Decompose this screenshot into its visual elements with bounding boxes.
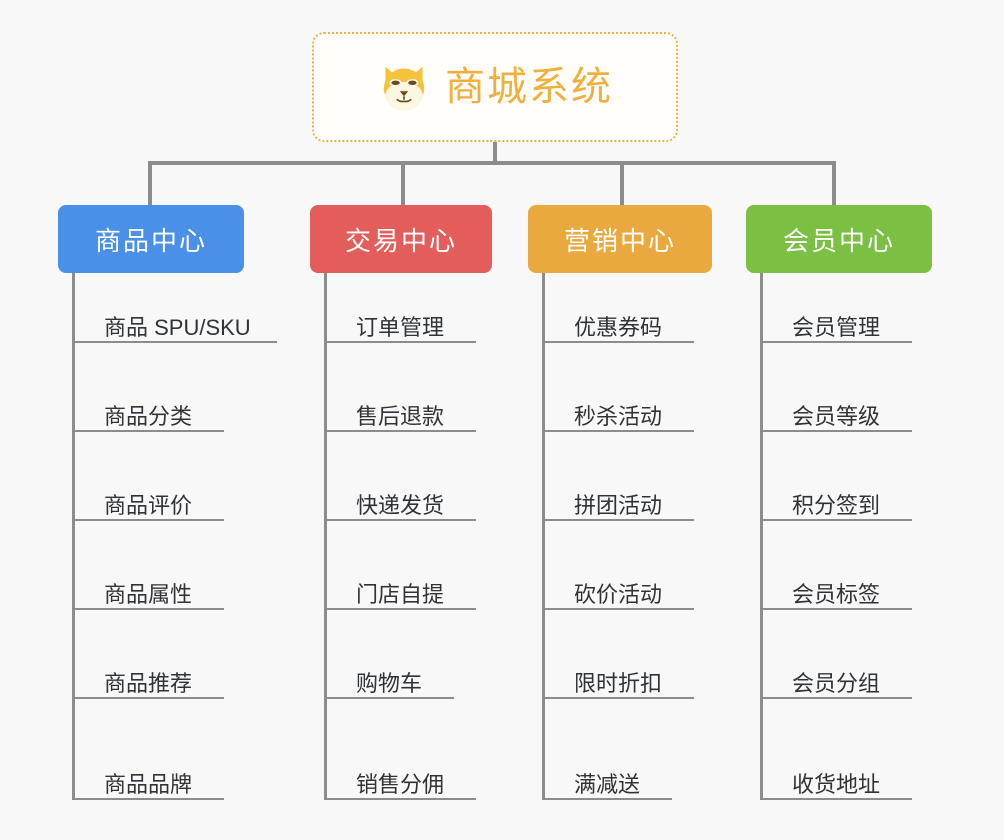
leaf-underline xyxy=(760,519,912,521)
leaf-label: 收货地址 xyxy=(792,772,881,797)
leaf-label: 砍价活动 xyxy=(574,582,663,607)
leaf-underline xyxy=(542,697,694,699)
leaf-underline xyxy=(72,519,224,521)
branch-header-1[interactable]: 商品中心 xyxy=(58,205,244,273)
leaf-underline xyxy=(542,798,672,800)
branch-trunk-3 xyxy=(542,273,545,800)
root-node[interactable]: 商城系统 xyxy=(312,32,678,142)
leaf-label: 订单管理 xyxy=(356,315,445,340)
leaf-label: 优惠券码 xyxy=(574,315,663,340)
leaf-underline xyxy=(760,608,912,610)
leaf-underline xyxy=(72,798,224,800)
leaf-label: 会员标签 xyxy=(792,582,881,607)
leaf-label: 积分签到 xyxy=(792,493,881,518)
leaf-label: 会员分组 xyxy=(792,671,881,696)
leaf-underline xyxy=(760,798,912,800)
branch-header-3[interactable]: 营销中心 xyxy=(528,205,712,273)
leaf-underline xyxy=(542,341,694,343)
branch-trunk-4 xyxy=(760,273,763,800)
leaf-underline xyxy=(72,697,224,699)
root-title: 商城系统 xyxy=(445,65,613,109)
leaf-underline xyxy=(72,341,277,343)
leaf-label: 会员等级 xyxy=(792,404,881,429)
leaf-underline xyxy=(324,697,454,699)
connector-root-stem xyxy=(493,142,497,164)
branch-trunk-1 xyxy=(72,273,75,800)
leaf-underline xyxy=(324,430,476,432)
branch-header-label-4: 会员中心 xyxy=(782,225,895,256)
leaf-label: 商品分类 xyxy=(104,404,193,429)
branch-trunk-2 xyxy=(324,273,327,800)
leaf-underline xyxy=(324,341,476,343)
leaf-underline xyxy=(542,608,694,610)
leaf-label: 秒杀活动 xyxy=(574,404,663,429)
leaf-label: 门店自提 xyxy=(356,582,445,607)
leaf-underline xyxy=(542,519,694,521)
leaf-label: 快递发货 xyxy=(356,493,445,518)
leaf-underline xyxy=(72,608,224,610)
leaf-label: 限时折扣 xyxy=(574,671,663,696)
branch-header-label-1: 商品中心 xyxy=(94,225,207,256)
leaf-underline xyxy=(542,430,694,432)
leaf-label: 拼团活动 xyxy=(574,493,663,518)
leaf-label: 商品推荐 xyxy=(104,671,193,696)
connector-horizontal-bus xyxy=(148,161,835,165)
leaf-label: 商品品牌 xyxy=(104,772,193,797)
branch-header-2[interactable]: 交易中心 xyxy=(310,205,492,273)
branch-header-label-3: 营销中心 xyxy=(563,225,676,256)
leaf-label: 满减送 xyxy=(574,772,641,797)
leaf-underline xyxy=(72,430,224,432)
leaf-underline xyxy=(324,519,476,521)
leaf-label: 售后退款 xyxy=(356,404,445,429)
leaf-label: 商品 SPU/SKU xyxy=(104,315,251,340)
branch-header-4[interactable]: 会员中心 xyxy=(746,205,932,273)
connector-drop-4 xyxy=(832,161,836,207)
shiba-dog-face-icon xyxy=(377,60,431,114)
leaf-underline xyxy=(324,608,476,610)
leaf-underline xyxy=(760,430,912,432)
leaf-label: 会员管理 xyxy=(792,315,881,340)
leaf-label: 商品评价 xyxy=(104,493,193,518)
leaf-underline xyxy=(324,798,476,800)
connector-drop-2 xyxy=(401,161,405,207)
connector-drop-1 xyxy=(148,161,152,207)
connector-drop-3 xyxy=(620,161,624,207)
leaf-underline xyxy=(760,341,912,343)
leaf-underline xyxy=(760,697,912,699)
leaf-label: 购物车 xyxy=(356,671,423,696)
leaf-label: 销售分佣 xyxy=(356,772,445,797)
branch-header-label-2: 交易中心 xyxy=(344,225,457,256)
leaf-label: 商品属性 xyxy=(104,582,193,607)
